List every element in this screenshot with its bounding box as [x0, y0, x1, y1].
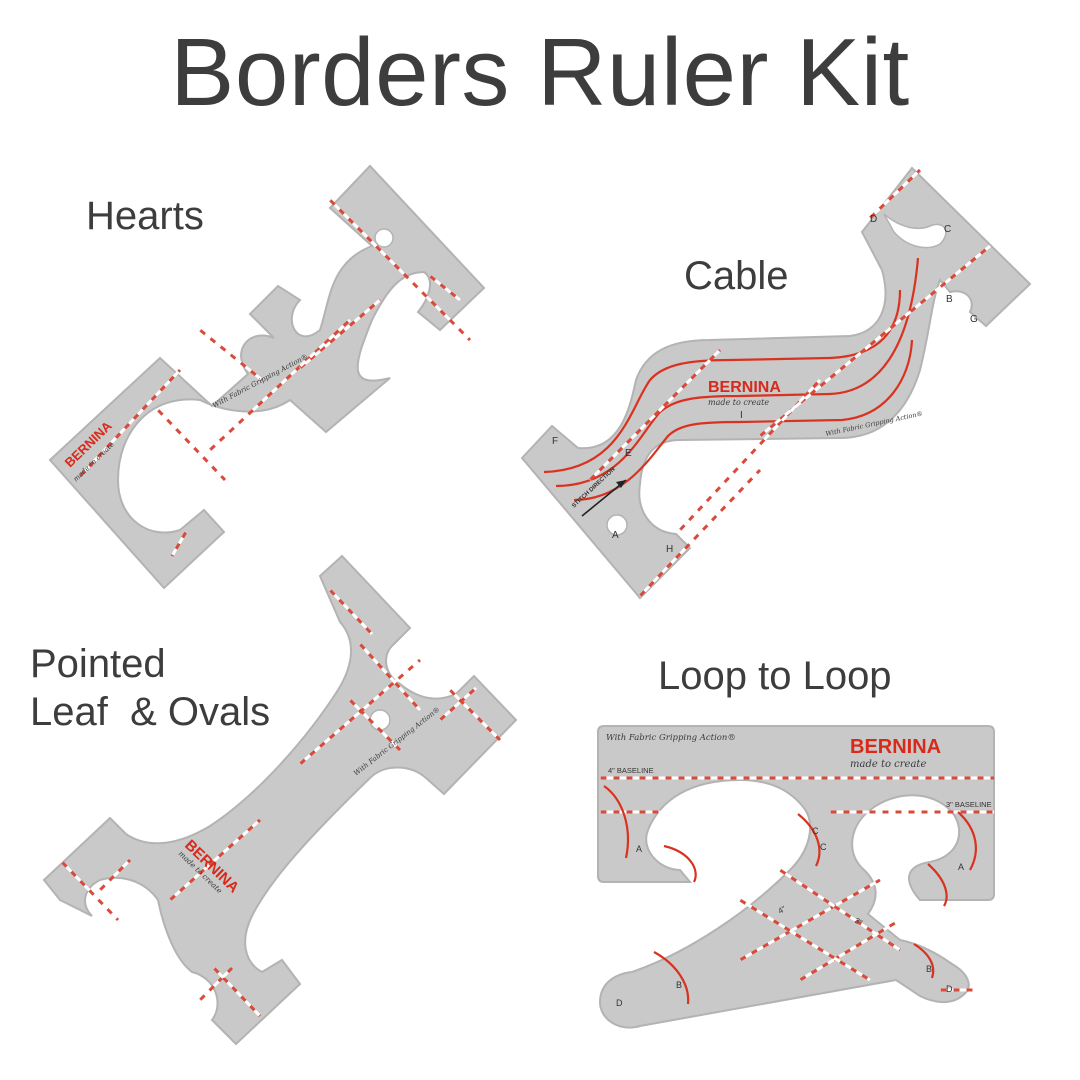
cable-ruler: BERNINA made to create With Fabric Gripp… — [520, 166, 1032, 600]
loop-to-loop-ruler: With Fabric Gripping Action® BERNINA mad… — [597, 725, 995, 1029]
cable-mark-d: D — [870, 214, 877, 225]
loop-mark-a-left: A — [636, 844, 642, 854]
loop-dimension-4: 4" — [777, 904, 788, 916]
cable-mark-g: G — [970, 314, 978, 325]
loop-mark-c-upper: C — [812, 826, 819, 836]
loop-baseline-3: 3" BASELINE — [946, 800, 992, 809]
loop-mark-d-right: D — [946, 984, 953, 994]
loop-mark-b-right: B — [926, 964, 932, 974]
cable-mark-e: E — [625, 448, 632, 459]
loop-mark-b-left: B — [676, 980, 682, 990]
loop-to-loop-label: Loop to Loop — [658, 654, 892, 698]
pointed-leaf-ruler: BERNINA made to create With Fabric Gripp… — [42, 554, 518, 1046]
loop-brand-logo: BERNINA — [850, 736, 941, 758]
page-title: Borders Ruler Kit — [170, 19, 910, 126]
cable-label: Cable — [684, 254, 789, 298]
hearts-label: Hearts — [86, 194, 204, 238]
pointed-leaf-label: Pointed Leaf & Ovals — [30, 640, 270, 736]
cable-mark-b: B — [946, 294, 953, 305]
loop-baseline-4: 4" BASELINE — [608, 766, 654, 775]
cable-mark-a: A — [612, 530, 619, 541]
cable-mark-h: H — [666, 544, 673, 555]
loop-mark-d-left: D — [616, 998, 623, 1008]
cable-brand-tagline: made to create — [708, 398, 769, 407]
cable-brand-logo: BERNINA — [708, 379, 781, 396]
cable-mark-f: F — [552, 436, 558, 447]
pointed-leaf-label-line1: Pointed — [30, 642, 166, 686]
cable-mark-i: I — [740, 410, 743, 421]
loop-brand-tagline: made to create — [850, 759, 926, 770]
loop-dimension-3: 3" — [853, 916, 864, 928]
loop-mark-a-right: A — [958, 862, 964, 872]
pointed-leaf-label-line2: Leaf & Ovals — [30, 690, 271, 734]
loop-mark-c-lower: C — [820, 842, 827, 852]
hearts-ruler: BERNINA made to create With Fabric Gripp… — [48, 164, 486, 590]
cable-mark-c: C — [944, 224, 951, 235]
loop-grip-text: With Fabric Gripping Action® — [606, 733, 736, 743]
